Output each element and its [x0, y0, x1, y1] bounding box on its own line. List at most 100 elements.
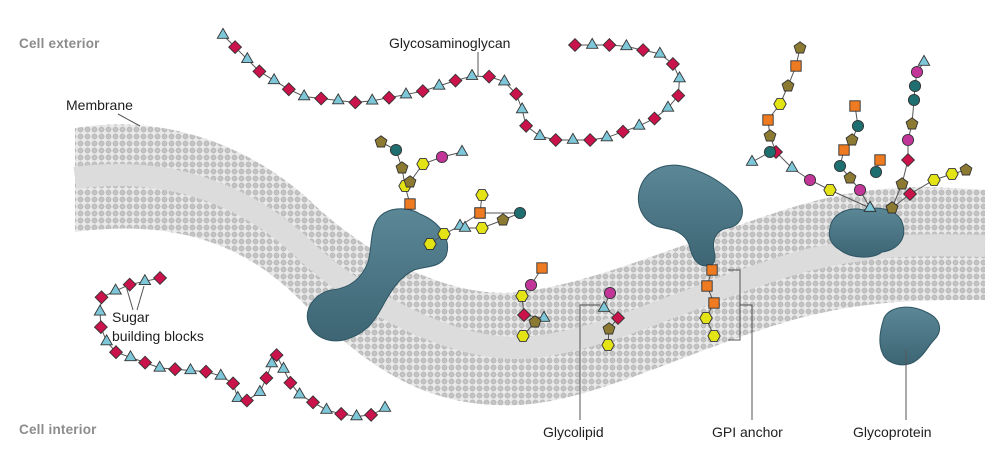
crimson-diamond-sugar	[548, 132, 563, 148]
light-blue-triangle-sugar	[533, 128, 547, 140]
crimson-diamond-sugar	[281, 82, 296, 97]
crimson-diamond-sugar	[334, 406, 349, 421]
crimson-diamond-sugar	[636, 43, 651, 58]
olive-pentagon-sugar	[781, 79, 795, 92]
teal-circle-sugar	[869, 165, 883, 179]
magenta-circle-sugar	[803, 173, 817, 187]
orange-square-sugar	[838, 144, 850, 156]
crimson-diamond-sugar	[902, 186, 918, 202]
light-blue-triangle-sugar	[293, 387, 307, 399]
glycoprotein-branch-e	[885, 54, 931, 214]
tm-protein-branch-d-link	[465, 194, 521, 229]
teal-circle-sugar	[513, 206, 527, 220]
light-blue-triangle-sugar	[585, 37, 599, 49]
orange-square-sugar	[790, 60, 802, 72]
membrane	[73, 124, 986, 406]
light-blue-triangle-sugar	[297, 88, 311, 101]
tm-protein-branch-a	[374, 135, 416, 210]
light-blue-triangle-sugar	[673, 71, 687, 83]
intracellular-glycoprotein	[879, 306, 941, 366]
light-blue-triangle-sugar	[216, 27, 230, 39]
crimson-diamond-sugar	[615, 124, 631, 139]
crimson-diamond-sugar	[226, 376, 241, 391]
crimson-diamond-sugar	[415, 84, 430, 99]
olive-pentagon-sugar	[845, 133, 859, 146]
light-blue-triangle-sugar	[365, 93, 379, 105]
glycosaminoglycan-chain	[216, 27, 687, 148]
olive-pentagon-sugar	[403, 175, 417, 188]
crimson-diamond-sugar	[382, 90, 397, 105]
light-blue-triangle-sugar	[619, 38, 633, 51]
crimson-diamond-sugar	[519, 118, 534, 133]
crimson-diamond-sugar	[348, 95, 363, 110]
light-blue-triangle-sugar	[153, 360, 167, 372]
glycosaminoglycan-chain-link	[222, 34, 681, 141]
light-blue-triangle-sugar	[863, 200, 877, 212]
olive-pentagon-sugar	[374, 135, 388, 148]
orange-square-sugar	[404, 198, 416, 210]
light-blue-triangle-sugar	[93, 304, 107, 316]
yellow-hexagon-sugar	[927, 174, 941, 186]
teal-circle-sugar	[907, 93, 921, 107]
yellow-hexagon-sugar	[437, 228, 451, 240]
crimson-diamond-sugar	[108, 345, 124, 360]
crimson-diamond-sugar	[509, 86, 524, 102]
light-blue-triangle-sugar	[184, 362, 198, 375]
yellow-hexagon-sugar	[515, 290, 529, 302]
olive-pentagon-sugar	[763, 129, 777, 142]
olive-pentagon-sugar	[528, 315, 542, 328]
cell-exterior-label: Cell exterior	[19, 36, 100, 51]
orange-square-sugar	[706, 264, 718, 276]
light-blue-triangle-sugar	[277, 361, 290, 373]
light-blue-triangle-sugar	[745, 154, 759, 166]
peripheral-glycoprotein-top	[828, 207, 905, 258]
magenta-circle-sugar	[910, 65, 924, 79]
tm-protein-branch-b-link	[409, 151, 463, 183]
light-blue-triangle-sugar	[124, 349, 138, 362]
glycolipid-b	[597, 286, 626, 351]
orange-square-sugar	[708, 297, 720, 309]
crimson-diamond-sugar	[168, 362, 183, 377]
crimson-diamond-sugar	[269, 348, 284, 363]
light-blue-triangle-sugar	[653, 46, 667, 58]
teal-circle-sugar	[763, 145, 777, 159]
light-blue-triangle-sugar	[632, 118, 646, 130]
interior-sugar-chain	[93, 270, 392, 422]
light-blue-triangle-sugar	[265, 355, 279, 368]
olive-pentagon-sugar	[885, 201, 899, 214]
sugar-label-line2: building blocks	[112, 328, 204, 344]
teal-circle-sugar	[833, 159, 847, 173]
crimson-diamond-sugar	[482, 69, 497, 84]
membrane-label: Membrane	[66, 97, 133, 113]
glycoprotein-branch-c	[745, 145, 777, 166]
light-blue-triangle-sugar	[917, 54, 931, 66]
yellow-hexagon-sugar	[475, 189, 489, 201]
proteins	[306, 164, 941, 366]
crimson-diamond-sugar	[671, 88, 686, 103]
crimson-diamond-sugar	[602, 37, 617, 53]
light-blue-triangle-sugar	[458, 220, 472, 232]
glycoprotein-label: Glycoprotein	[853, 424, 932, 440]
olive-pentagon-sugar	[602, 322, 616, 335]
light-blue-triangle-sugar	[785, 160, 799, 172]
light-blue-triangle-sugar	[109, 283, 123, 295]
olive-pentagon-sugar	[793, 41, 807, 54]
gpi-anchor-chain	[699, 264, 721, 342]
crimson-diamond-sugar	[583, 132, 598, 148]
light-blue-triangle-sugar	[138, 273, 152, 286]
light-blue-triangle-sugar	[350, 408, 363, 421]
light-blue-triangle-sugar	[515, 101, 529, 114]
crimson-diamond-sugar	[138, 355, 153, 370]
yellow-hexagon-sugar	[475, 222, 489, 234]
light-blue-triangle-sugar	[253, 384, 267, 396]
light-blue-triangle-sugar	[331, 92, 345, 105]
magenta-circle-sugar	[435, 150, 449, 164]
crimson-diamond-sugar	[239, 393, 254, 408]
sugar-leader-a	[125, 285, 134, 311]
light-blue-triangle-sugar	[214, 368, 228, 380]
tm-protein-branch-c-link	[429, 212, 481, 245]
glycoprotein-branch-a	[833, 100, 877, 212]
yellow-hexagon-sugar	[823, 184, 837, 196]
